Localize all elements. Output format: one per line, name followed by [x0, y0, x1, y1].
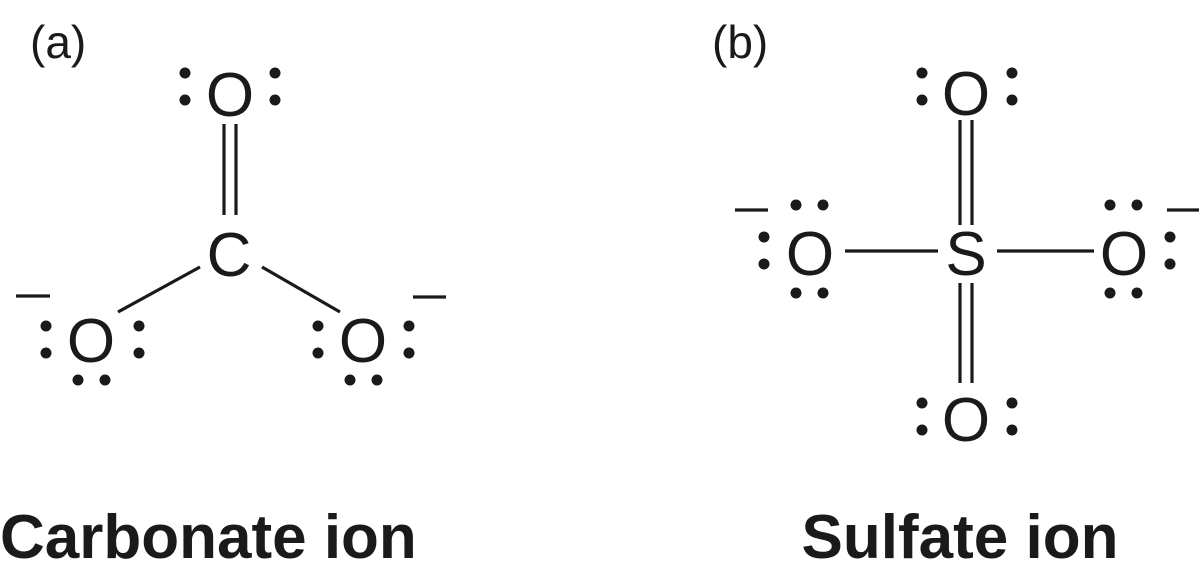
sulfate-left-oxygen: O [786, 220, 834, 289]
carbonate-carbon: C [207, 221, 252, 290]
sulfate-left-oxygen-lone-pairs [758, 199, 829, 299]
sulfur-atom: S [945, 220, 986, 289]
carbonate-left-oxygen-lone-pairs [40, 320, 145, 386]
sulfate-right-oxygen: O [1100, 220, 1148, 289]
carbonate-single-bond-right [261, 265, 341, 314]
panel-a: (a) O C O O Carbonate ion [0, 16, 446, 564]
panel-b-label: (b) [712, 16, 768, 68]
carbonate-right-oxygen: O [339, 307, 387, 376]
carbonate-caption: Carbonate ion [0, 503, 417, 564]
sulfate-right-oxygen-lone-pairs [1104, 199, 1176, 299]
carbonate-top-oxygen-lone-pairs [179, 67, 281, 106]
sulfate-top-oxygen: O [942, 60, 990, 129]
sulfate-bottom-oxygen-lone-pairs [916, 397, 1018, 436]
carbonate-right-oxygen-lone-pairs [312, 320, 415, 386]
panel-b: (b) O S O O O [712, 16, 1199, 564]
sulfate-top-oxygen-lone-pairs [916, 67, 1018, 106]
sulfate-caption: Sulfate ion [802, 503, 1119, 564]
carbonate-single-bond-left [117, 265, 201, 314]
sulfate-bottom-oxygen: O [942, 386, 990, 455]
panel-a-label: (a) [30, 16, 86, 68]
carbonate-top-oxygen: O [206, 61, 254, 130]
carbonate-left-oxygen: O [67, 307, 115, 376]
